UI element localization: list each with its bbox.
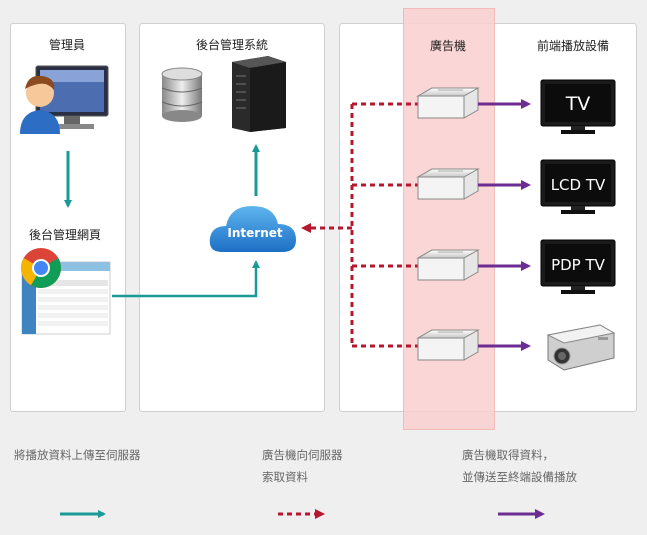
tv-icon: TV xyxy=(540,79,616,134)
ad-machine-title: 廣告機 xyxy=(430,39,467,53)
ad-machine-icon xyxy=(416,249,480,281)
tv-label: LCD TV xyxy=(551,176,606,194)
internet-label: Internet xyxy=(227,226,282,240)
tv-label: TV xyxy=(565,93,591,115)
legend-text: 廣告機取得資料， 並傳送至終端設備播放 xyxy=(462,444,577,488)
projector-icon xyxy=(546,324,616,371)
chrome-icon xyxy=(21,248,61,288)
tv-icon: PDP TV xyxy=(540,239,616,294)
legend-line: 廣告機取得資料， xyxy=(462,448,554,462)
admin-title: 管理員 xyxy=(49,38,86,52)
database-icon xyxy=(161,67,203,122)
legend-text: 將播放資料上傳至伺服器 xyxy=(14,444,141,466)
admin-computer-icon xyxy=(35,65,109,129)
ad-machine-icon xyxy=(416,329,480,361)
front-devices-title: 前端播放設備 xyxy=(537,39,610,53)
ad-machine-icon xyxy=(416,87,480,119)
legend-line: 索取資料 xyxy=(262,470,308,484)
backend-title: 後台管理系統 xyxy=(196,38,269,52)
internet-cloud-icon xyxy=(209,206,296,252)
legend-line: 並傳送至終端設備播放 xyxy=(462,470,577,484)
tv-icon: LCD TV xyxy=(540,159,616,214)
tv-label: PDP TV xyxy=(551,256,606,274)
legend-line: 廣告機向伺服器 xyxy=(262,448,343,462)
legend-text: 廣告機向伺服器索取資料 xyxy=(262,444,343,488)
legend-line: 將播放資料上傳至伺服器 xyxy=(14,448,141,462)
upload-arrow-web-to-internet xyxy=(112,260,260,298)
admin-user-icon xyxy=(20,75,60,134)
ad-machine-icon xyxy=(416,168,480,200)
web-admin-title: 後台管理網頁 xyxy=(29,228,102,242)
server-icon xyxy=(232,56,286,132)
